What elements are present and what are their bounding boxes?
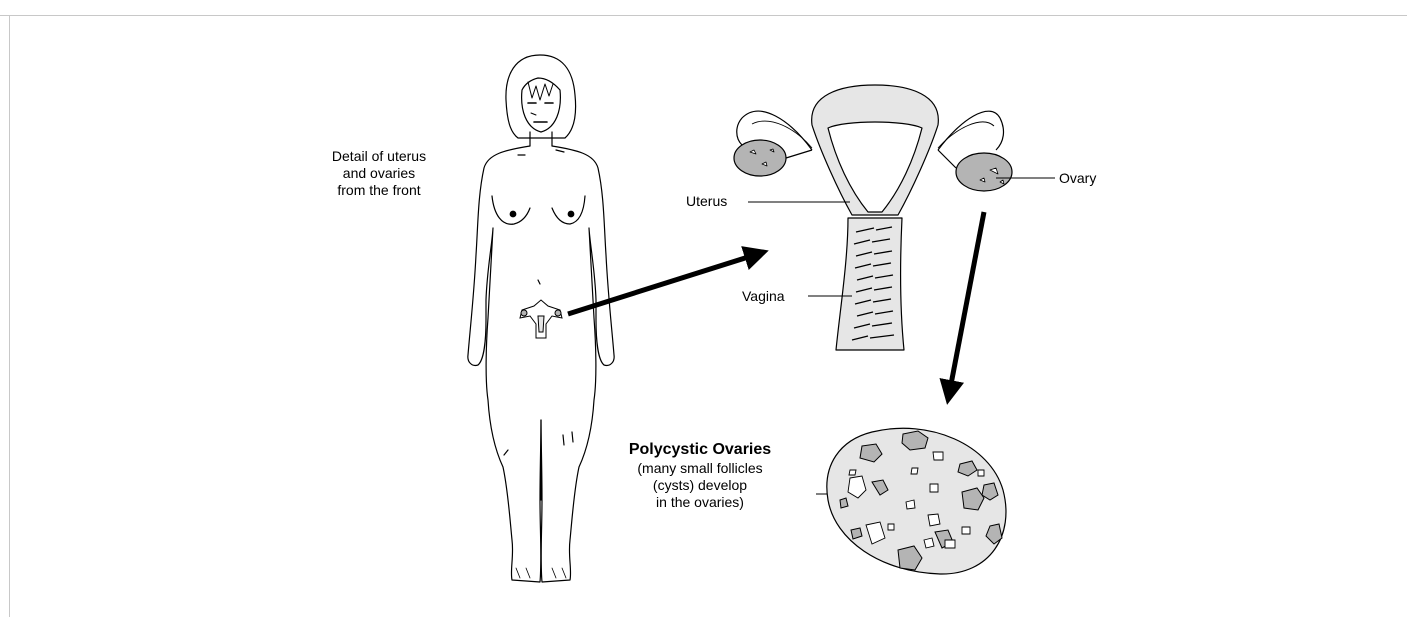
right-ovary (956, 153, 1012, 191)
detail-label-line1: Detail of uterus (305, 148, 453, 165)
polycystic-ovary-detail (827, 428, 1006, 574)
uterus-label: Uterus (686, 193, 727, 210)
polycystic-caption: Polycystic Ovaries (many small follicles… (595, 440, 805, 511)
detail-label-line2: and ovaries (305, 165, 453, 182)
right-breast (552, 196, 585, 224)
right-fallopian-tube (938, 111, 1003, 150)
detail-label-line3: from the front (305, 182, 453, 199)
ovary-label: Ovary (1059, 170, 1096, 187)
arrows (568, 212, 984, 400)
torso-outline (468, 146, 614, 582)
polycystic-line2: (cysts) develop (595, 477, 805, 494)
face-outline (522, 78, 561, 132)
arrow-ovary-to-polycystic (948, 212, 984, 400)
small-uterus-on-body (520, 300, 562, 338)
arrow-body-to-uterus (568, 252, 764, 314)
vagina-label: Vagina (742, 288, 785, 305)
vagina (836, 218, 904, 350)
left-breast (492, 196, 530, 224)
polycystic-title: Polycystic Ovaries (595, 440, 805, 460)
left-ovary (734, 140, 786, 176)
uterus-detail (734, 85, 1012, 350)
detail-label: Detail of uterus and ovaries from the fr… (305, 148, 453, 199)
polycystic-line1: (many small follicles (595, 460, 805, 477)
polycystic-line3: in the ovaries) (595, 494, 805, 511)
